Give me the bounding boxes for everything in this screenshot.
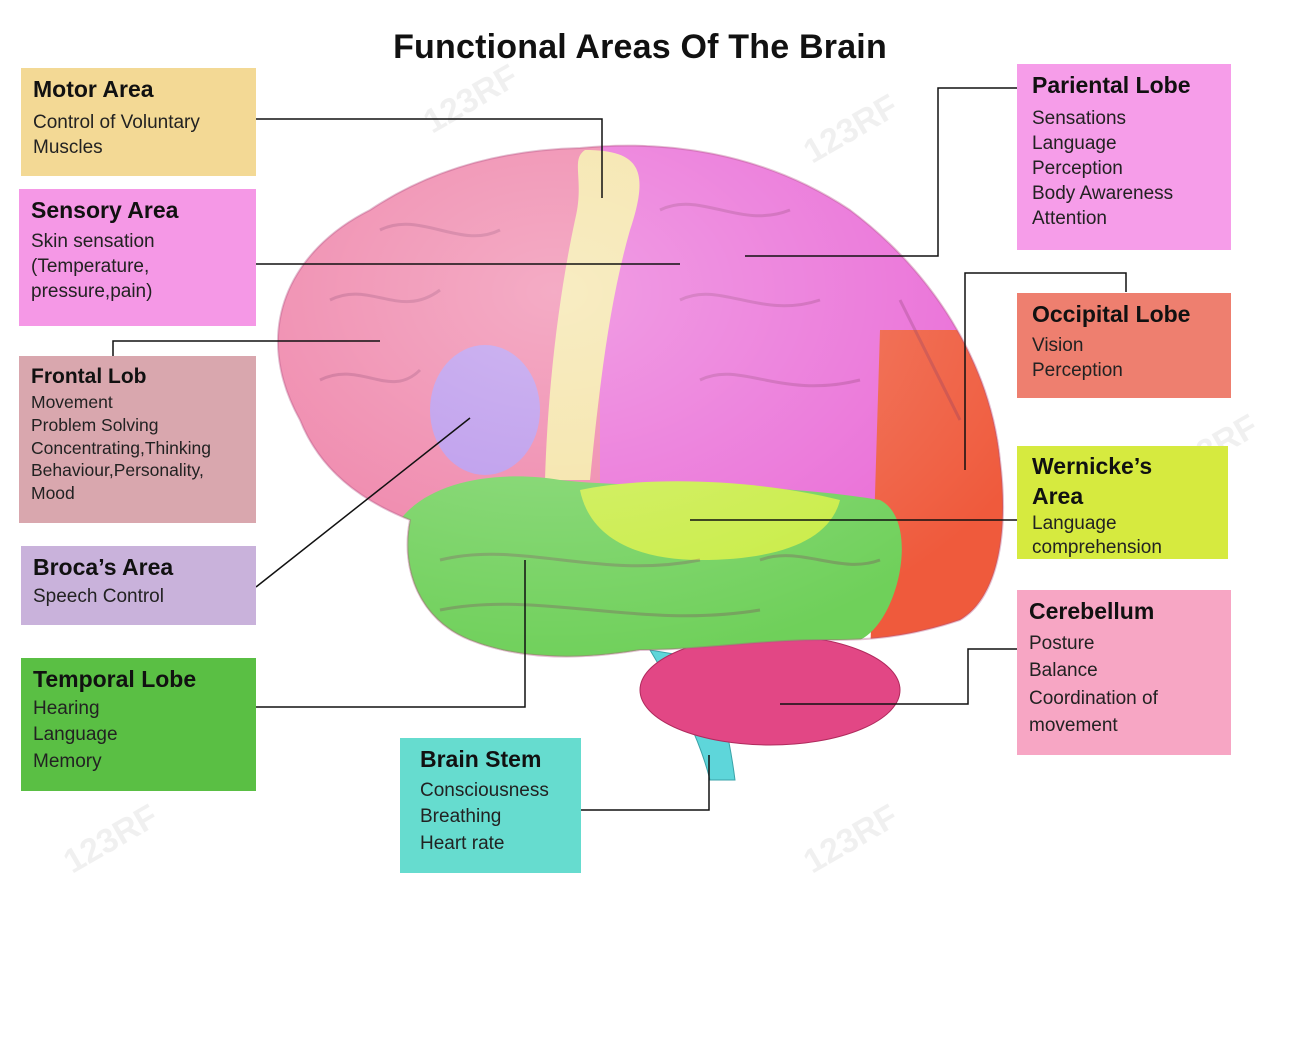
sensory-area-heading: Sensory Area bbox=[31, 197, 179, 223]
occipital-lobe-body: Vision Perception bbox=[1032, 334, 1123, 381]
leader-broca bbox=[255, 417, 471, 588]
wernicke-area-heading: Wernicke’s Area bbox=[1032, 453, 1153, 509]
temporal-lobe-box: Temporal Lobe Hearing Language Memory bbox=[21, 658, 256, 791]
frontal-lobe-heading: Frontal Lob bbox=[31, 365, 147, 388]
leader-frontal bbox=[112, 340, 380, 356]
parietal-lobe-body: Sensations Language Perception Body Awar… bbox=[1032, 107, 1174, 229]
cerebellum-box: Cerebellum Posture Balance Coordination … bbox=[1017, 590, 1231, 755]
sensory-area-box: Sensory Area Skin sensation (Temperature… bbox=[19, 189, 256, 326]
leader-motor bbox=[256, 118, 603, 198]
motor-area-heading: Motor Area bbox=[33, 76, 154, 102]
cerebellum-heading: Cerebellum bbox=[1029, 598, 1155, 624]
parietal-lobe-box: Pariental Lobe Sensations Language Perce… bbox=[1017, 64, 1231, 250]
wernicke-area-body: Language comprehension bbox=[1032, 512, 1162, 558]
leader-cerebellum bbox=[780, 648, 1017, 705]
parietal-lobe-heading: Pariental Lobe bbox=[1032, 72, 1191, 98]
leader-occipital bbox=[964, 272, 1127, 470]
occipital-lobe-heading: Occipital Lobe bbox=[1032, 301, 1191, 327]
temporal-lobe-body: Hearing Language Memory bbox=[33, 697, 118, 772]
temporal-lobe-heading: Temporal Lobe bbox=[33, 666, 197, 692]
frontal-lobe-box: Frontal Lob Movement Problem Solving Con… bbox=[19, 356, 256, 523]
brain-stem-body: Consciousness Breathing Heart rate bbox=[420, 779, 549, 854]
occipital-lobe-box: Occipital Lobe Vision Perception bbox=[1017, 293, 1231, 398]
leader-temporal bbox=[256, 560, 526, 708]
broca-area-body: Speech Control bbox=[33, 585, 164, 607]
sensory-area-body: Skin sensation (Temperature, pressure,pa… bbox=[31, 230, 155, 302]
motor-area-body: Control of Voluntary Muscles bbox=[33, 111, 200, 158]
cerebellum-body: Posture Balance Coordination of movement bbox=[1029, 632, 1158, 737]
frontal-lobe-body: Movement Problem Solving Concentrating,T… bbox=[31, 392, 211, 504]
brain-stem-box: Brain Stem Consciousness Breathing Heart… bbox=[400, 738, 581, 873]
leader-brainstem bbox=[581, 755, 710, 811]
broca-area-box: Broca’s Area Speech Control bbox=[21, 546, 256, 625]
broca-area-heading: Broca’s Area bbox=[33, 554, 174, 580]
motor-area-box: Motor Area Control of Voluntary Muscles bbox=[21, 68, 256, 176]
leader-parietal bbox=[745, 87, 1017, 257]
wernicke-area-box: Wernicke’s Area Language comprehension bbox=[1017, 446, 1228, 559]
diagram-title: Functional Areas Of The Brain bbox=[393, 28, 887, 66]
brain-stem-heading: Brain Stem bbox=[420, 746, 542, 772]
